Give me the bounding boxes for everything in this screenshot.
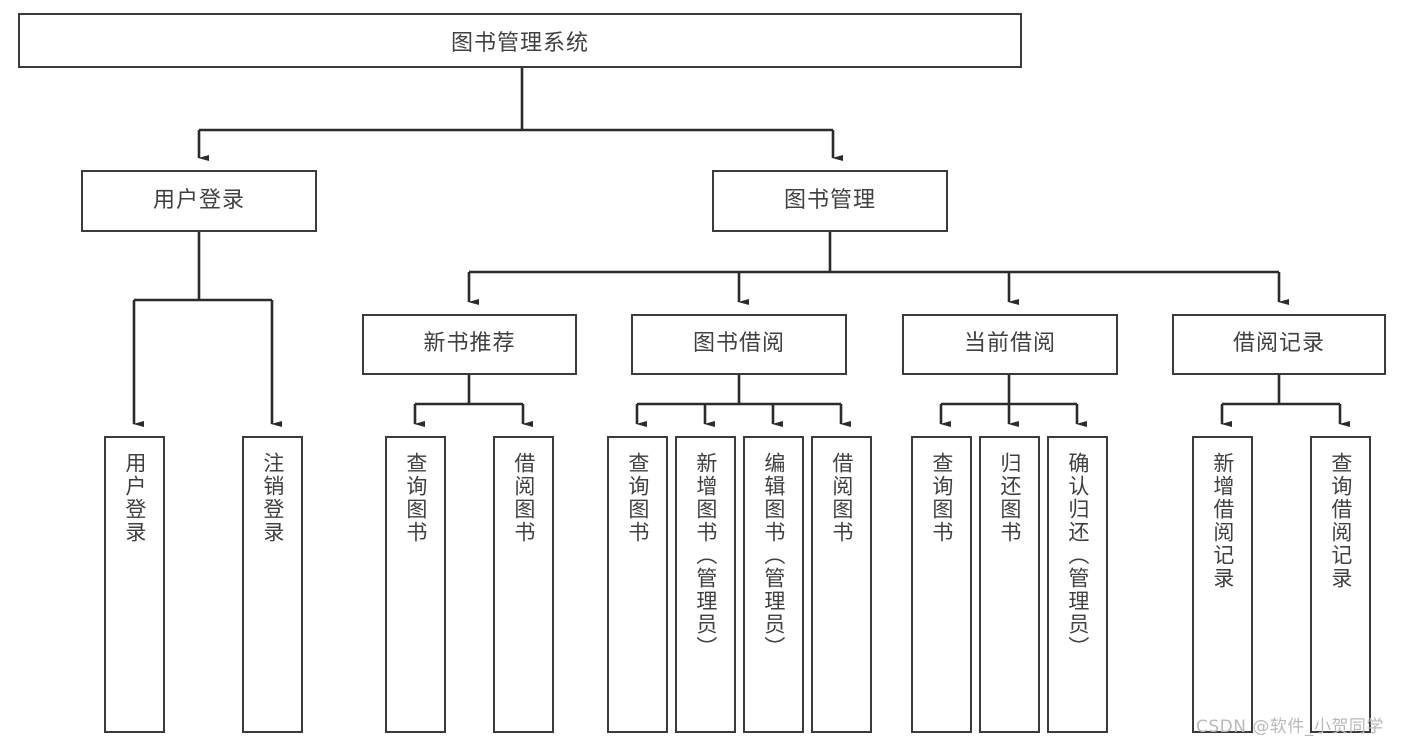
leaf-label: 注销登录	[260, 452, 285, 544]
node-book-borrow[interactable]: 图书借阅	[631, 314, 847, 375]
leaf-label: 借阅图书	[829, 452, 854, 544]
leaf-user-login-login[interactable]: 用户登录	[104, 436, 165, 733]
leaf-label: 查询图书	[403, 452, 428, 544]
leaf-borrow-query-book[interactable]: 查询图书	[607, 436, 668, 733]
leaf-user-login-logout[interactable]: 注销登录	[242, 436, 303, 733]
node-user-login[interactable]: 用户登录	[81, 170, 317, 232]
node-new-book-recommend-label: 新书推荐	[423, 331, 516, 357]
node-book-management-label: 图书管理	[783, 187, 876, 213]
node-root-system[interactable]: 图书管理系统	[18, 13, 1022, 68]
node-book-borrow-label: 图书借阅	[692, 331, 785, 357]
node-borrow-record-label: 借阅记录	[1232, 331, 1325, 357]
leaf-label: 确认归还（管理员）	[1065, 452, 1090, 659]
leaf-recommend-borrow-book[interactable]: 借阅图书	[493, 436, 554, 733]
leaf-borrow-borrow-book[interactable]: 借阅图书	[811, 436, 872, 733]
csdn-watermark: CSDN @软件_小贺同学	[1196, 717, 1384, 737]
leaf-label: 查询图书	[929, 452, 954, 544]
node-current-borrow[interactable]: 当前借阅	[902, 314, 1118, 375]
leaf-label: 新增图书（管理员）	[693, 452, 718, 659]
node-root-label: 图书管理系统	[450, 30, 589, 56]
leaf-recommend-query-book[interactable]: 查询图书	[385, 436, 446, 733]
leaf-label: 用户登录	[122, 452, 147, 544]
node-book-management[interactable]: 图书管理	[712, 170, 948, 232]
node-new-book-recommend[interactable]: 新书推荐	[362, 314, 577, 375]
leaf-label: 编辑图书（管理员）	[761, 452, 786, 659]
node-user-login-label: 用户登录	[152, 187, 245, 213]
leaf-label: 借阅图书	[511, 452, 536, 544]
leaf-record-query-record[interactable]: 查询借阅记录	[1310, 436, 1371, 733]
leaf-borrow-add-book[interactable]: 新增图书（管理员）	[675, 436, 736, 733]
leaf-label: 归还图书	[997, 452, 1022, 544]
leaf-record-add-record[interactable]: 新增借阅记录	[1192, 436, 1253, 733]
leaf-current-confirm-return[interactable]: 确认归还（管理员）	[1047, 436, 1108, 733]
leaf-label: 查询图书	[625, 452, 650, 544]
leaf-borrow-edit-book[interactable]: 编辑图书（管理员）	[743, 436, 804, 733]
leaf-current-query-book[interactable]: 查询图书	[911, 436, 972, 733]
leaf-current-return-book[interactable]: 归还图书	[979, 436, 1040, 733]
leaf-label: 查询借阅记录	[1328, 452, 1353, 590]
leaf-label: 新增借阅记录	[1210, 452, 1235, 590]
node-borrow-record[interactable]: 借阅记录	[1172, 314, 1386, 375]
node-current-borrow-label: 当前借阅	[963, 331, 1056, 357]
